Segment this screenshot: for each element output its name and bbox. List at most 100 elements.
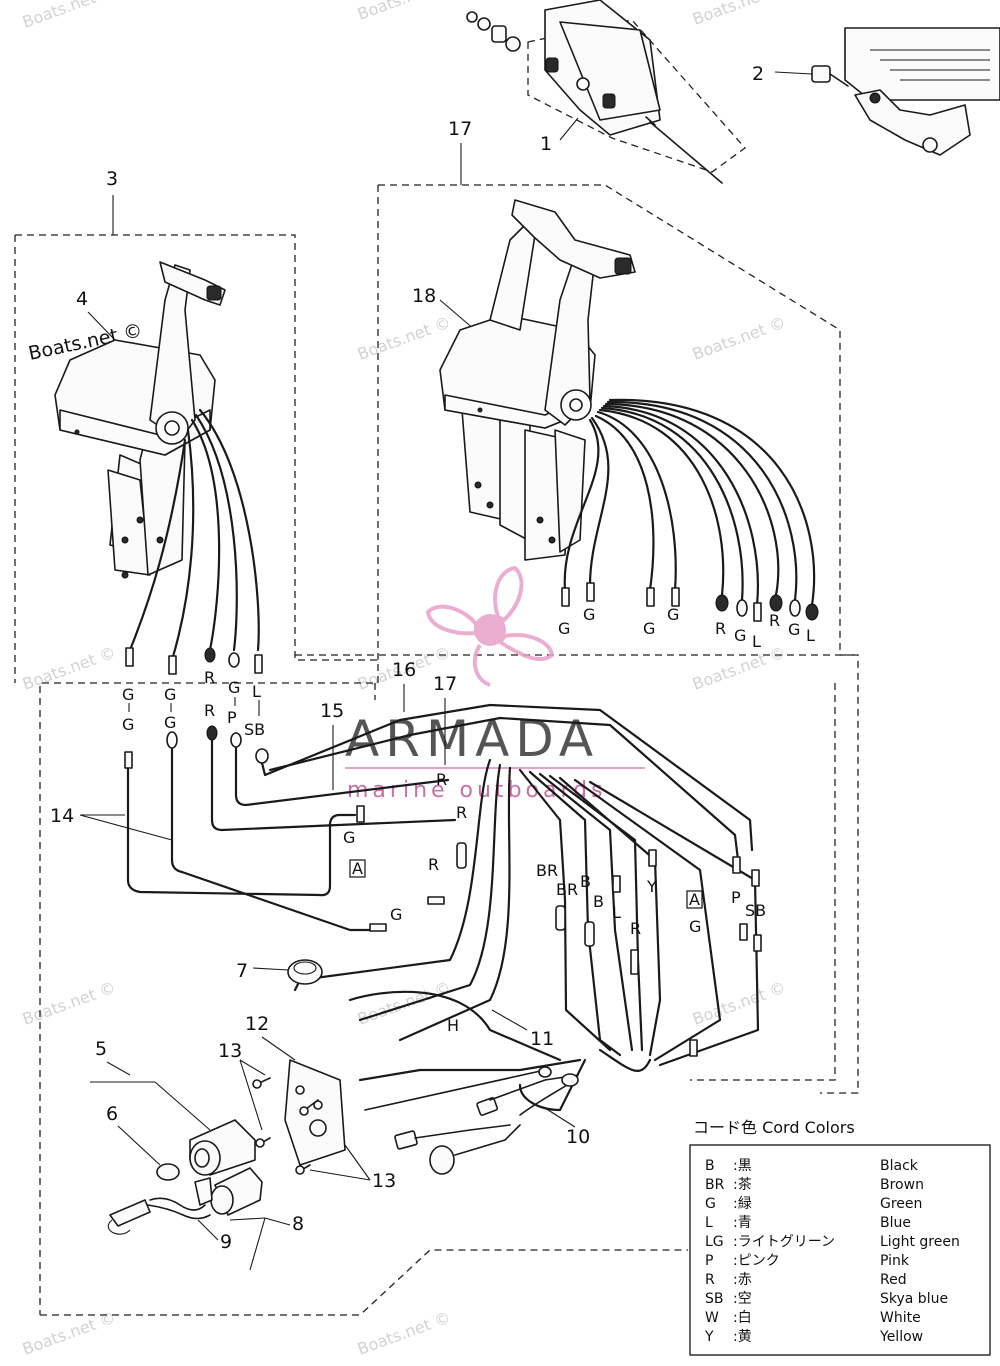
watermark: Boats.net © <box>355 0 453 24</box>
watermark: Boats.net © <box>355 978 453 1029</box>
part-6-switch-cap <box>156 1163 180 1181</box>
leader <box>559 117 579 141</box>
part-12-mount-plate <box>284 1059 346 1166</box>
svg-text:L: L <box>806 626 815 645</box>
leader <box>261 1036 296 1061</box>
svg-text:SB: SB <box>705 1291 724 1307</box>
part-2-engine-connector <box>811 27 1000 156</box>
watermark: Boats.net © <box>690 0 788 29</box>
part-number: 17 <box>433 673 457 695</box>
svg-text::青: :青 <box>733 1215 752 1231</box>
brand-logo <box>425 565 555 687</box>
part-number: 7 <box>236 960 248 982</box>
watermark: Boats.net © <box>20 643 118 694</box>
svg-text:B: B <box>705 1158 715 1174</box>
svg-text:Y: Y <box>646 877 657 896</box>
svg-text:G: G <box>164 713 176 732</box>
svg-text:Y: Y <box>704 1329 714 1345</box>
part-9-lanyard <box>107 1197 211 1235</box>
svg-text:L: L <box>705 1215 713 1231</box>
svg-text:B: B <box>593 892 604 911</box>
legend-row: Y :黄 Yellow <box>704 1328 923 1345</box>
svg-text:G: G <box>164 685 176 704</box>
svg-text:G: G <box>667 605 679 624</box>
svg-text:G: G <box>122 685 134 704</box>
watermark: Boats.net © <box>20 978 118 1029</box>
svg-text::ピンク: :ピンク <box>733 1253 780 1269</box>
single-lever-wires <box>125 408 263 675</box>
svg-text::ライトグリーン: :ライトグリーン <box>733 1234 835 1250</box>
legend-row: SB :空 Skya blue <box>705 1291 948 1307</box>
part-8-stop-switch <box>194 1167 263 1216</box>
part-number: 13 <box>372 1170 396 1192</box>
part-number: 1 <box>540 133 552 155</box>
leader <box>439 299 476 331</box>
leader <box>239 1059 266 1131</box>
part-number: 11 <box>530 1028 554 1050</box>
part-1-bracket-kit <box>466 0 746 184</box>
leader <box>252 967 289 971</box>
svg-text:L: L <box>612 903 621 922</box>
legend-row: R :赤 Red <box>705 1272 907 1288</box>
svg-text:G: G <box>122 715 134 734</box>
watermark: Boats.net © <box>690 643 788 694</box>
part-number: 14 <box>50 805 74 827</box>
svg-text:R: R <box>456 803 467 822</box>
svg-text:Yellow: Yellow <box>879 1329 923 1345</box>
svg-text:Brown: Brown <box>880 1177 924 1193</box>
svg-text:SB: SB <box>244 720 265 739</box>
svg-text:BR: BR <box>556 880 578 899</box>
svg-text:BR: BR <box>705 1177 725 1193</box>
part-number: 3 <box>106 168 118 190</box>
svg-text:L: L <box>252 682 261 701</box>
legend-row: BR :茶 Brown <box>705 1177 924 1193</box>
legend-row: G :緑 Green <box>705 1196 922 1212</box>
svg-text:Light green: Light green <box>880 1234 960 1250</box>
part-number: 13 <box>218 1040 242 1062</box>
wire-labels-middle: R R R G G BR BR B B L R Y A G P SB H A <box>343 770 766 1035</box>
leader <box>229 1217 291 1271</box>
harness-connectors <box>124 725 762 1057</box>
svg-text:W: W <box>705 1310 719 1326</box>
legend-title: コード色 Cord Colors <box>693 1118 855 1137</box>
wire-labels-top-right: G G G G R G L R G L <box>558 605 815 651</box>
svg-text:P: P <box>731 888 741 907</box>
svg-text:SB: SB <box>745 901 766 920</box>
part-number: 10 <box>566 1126 590 1148</box>
svg-text::赤: :赤 <box>733 1272 752 1288</box>
svg-text:R: R <box>428 855 439 874</box>
dual-lever-wires <box>561 398 819 622</box>
part-number: 6 <box>106 1103 118 1125</box>
ref-marker-a: A <box>686 890 703 909</box>
svg-text:G: G <box>705 1196 716 1212</box>
part-number: 9 <box>220 1231 232 1253</box>
svg-text:G: G <box>343 828 355 847</box>
svg-text:R: R <box>705 1272 715 1288</box>
wire-labels-left-lower: G G R P SB <box>122 697 265 739</box>
leader <box>309 1144 371 1181</box>
svg-text::白: :白 <box>733 1310 752 1326</box>
part-5-main-switch <box>189 1119 256 1176</box>
svg-text:Blue: Blue <box>880 1215 911 1231</box>
leader <box>197 1219 219 1241</box>
legend-box <box>689 1144 991 1356</box>
watermark: Boats.net © <box>690 978 788 1029</box>
svg-text:H: H <box>447 1016 459 1035</box>
svg-text::茶: :茶 <box>733 1177 752 1193</box>
svg-text:B: B <box>580 872 591 891</box>
svg-text:Black: Black <box>880 1158 919 1174</box>
svg-text:R: R <box>436 770 447 789</box>
svg-text:LG: LG <box>705 1234 724 1250</box>
svg-text:R: R <box>204 668 215 687</box>
svg-text:Red: Red <box>880 1272 907 1288</box>
leader <box>90 1061 211 1131</box>
svg-text:G: G <box>558 619 570 638</box>
svg-text:P: P <box>227 708 237 727</box>
svg-text:Pink: Pink <box>880 1253 910 1269</box>
part-4-single-lever-control <box>54 261 226 579</box>
ref-marker-a: A <box>349 859 366 878</box>
svg-text::緑: :緑 <box>733 1196 752 1212</box>
brand-name: ARMADA <box>345 710 599 768</box>
